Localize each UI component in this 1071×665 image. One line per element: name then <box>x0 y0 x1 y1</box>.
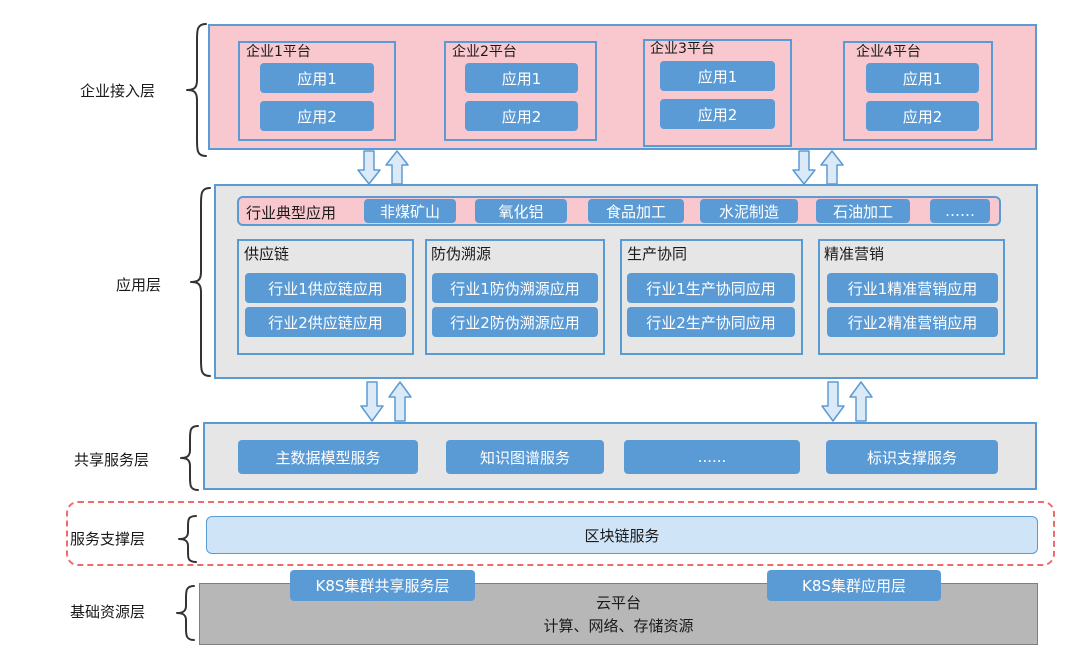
app-category-button[interactable]: 行业2精准营销应用 <box>827 307 998 337</box>
industry-item-button[interactable]: 氧化铝 <box>475 199 567 223</box>
layer-label-base: 基础资源层 <box>70 603 146 621</box>
support-layer-dashed-box <box>66 501 1055 566</box>
app-category-title: 生产协同 <box>627 245 688 263</box>
app-category-title: 供应链 <box>244 245 290 263</box>
enterprise-platform-2 <box>444 41 597 141</box>
cloud-platform-title: 云平台 <box>595 594 641 612</box>
enterprise-platform-3 <box>643 39 792 147</box>
enterprise-platform-1 <box>238 41 396 141</box>
arrow-up-icon <box>388 381 412 422</box>
layer-label-enterprise: 企业接入层 <box>80 82 156 100</box>
platform-app-button[interactable]: 应用1 <box>660 61 775 91</box>
industry-item-button[interactable]: 水泥制造 <box>700 199 798 223</box>
app-category-button[interactable]: 行业1防伪溯源应用 <box>432 273 598 303</box>
shared-service-button[interactable]: 主数据模型服务 <box>238 440 418 474</box>
k8s-app-cluster-button[interactable]: K8S集群应用层 <box>767 570 941 601</box>
layer-label-application: 应用层 <box>116 276 162 294</box>
arrow-down-icon <box>792 150 816 185</box>
layer-label-support: 服务支撑层 <box>70 530 146 548</box>
platform-app-button[interactable]: 应用2 <box>660 99 775 129</box>
platform-title: 企业4平台 <box>856 44 921 60</box>
platform-app-button[interactable]: 应用1 <box>465 63 578 93</box>
shared-service-button[interactable]: 知识图谱服务 <box>446 440 604 474</box>
arrow-down-icon <box>360 381 384 422</box>
platform-app-button[interactable]: 应用2 <box>465 101 578 131</box>
platform-app-button[interactable]: 应用1 <box>260 63 374 93</box>
brace-shared <box>180 425 199 491</box>
app-category-button[interactable]: 行业2供应链应用 <box>245 307 406 337</box>
app-category-button[interactable]: 行业1精准营销应用 <box>827 273 998 303</box>
platform-app-button[interactable]: 应用1 <box>866 63 979 93</box>
app-category-button[interactable]: 行业2生产协同应用 <box>627 307 795 337</box>
brace-enterprise <box>186 23 207 157</box>
app-category-supply-chain <box>237 239 414 355</box>
app-category-title: 精准营销 <box>824 245 885 263</box>
platform-title: 企业2平台 <box>452 44 517 60</box>
layer-label-shared: 共享服务层 <box>74 451 150 469</box>
shared-service-button[interactable]: 标识支撑服务 <box>826 440 998 474</box>
app-category-button[interactable]: 行业1供应链应用 <box>245 273 406 303</box>
blockchain-service-bar[interactable]: 区块链服务 <box>206 516 1038 554</box>
industry-item-button[interactable]: 石油加工 <box>816 199 910 223</box>
platform-app-button[interactable]: 应用2 <box>260 101 374 131</box>
platform-app-button[interactable]: 应用2 <box>866 101 979 131</box>
app-category-marketing <box>818 239 1005 355</box>
industry-apps-title: 行业典型应用 <box>246 204 337 222</box>
industry-item-button[interactable]: 非煤矿山 <box>364 199 456 223</box>
brace-base <box>176 585 195 641</box>
app-category-title: 防伪溯源 <box>431 245 492 263</box>
platform-title: 企业3平台 <box>650 41 715 57</box>
app-category-traceability <box>425 239 605 355</box>
industry-item-button[interactable]: 食品加工 <box>588 199 684 223</box>
app-category-button[interactable]: 行业2防伪溯源应用 <box>432 307 598 337</box>
app-category-button[interactable]: 行业1生产协同应用 <box>627 273 795 303</box>
app-category-production <box>620 239 803 355</box>
platform-title: 企业1平台 <box>246 44 311 60</box>
arrow-up-icon <box>849 381 873 422</box>
arrow-down-icon <box>357 150 381 185</box>
arrow-down-icon <box>821 381 845 422</box>
cloud-resources-text: 计算、网络、存储资源 <box>543 617 694 635</box>
shared-service-button[interactable]: ...... <box>624 440 800 474</box>
brace-application <box>190 187 211 377</box>
k8s-shared-cluster-button[interactable]: K8S集群共享服务层 <box>290 570 475 601</box>
industry-more-button[interactable]: …… <box>930 199 990 223</box>
arrow-up-icon <box>820 150 844 185</box>
arrow-up-icon <box>385 150 409 185</box>
enterprise-platform-4 <box>843 41 993 141</box>
